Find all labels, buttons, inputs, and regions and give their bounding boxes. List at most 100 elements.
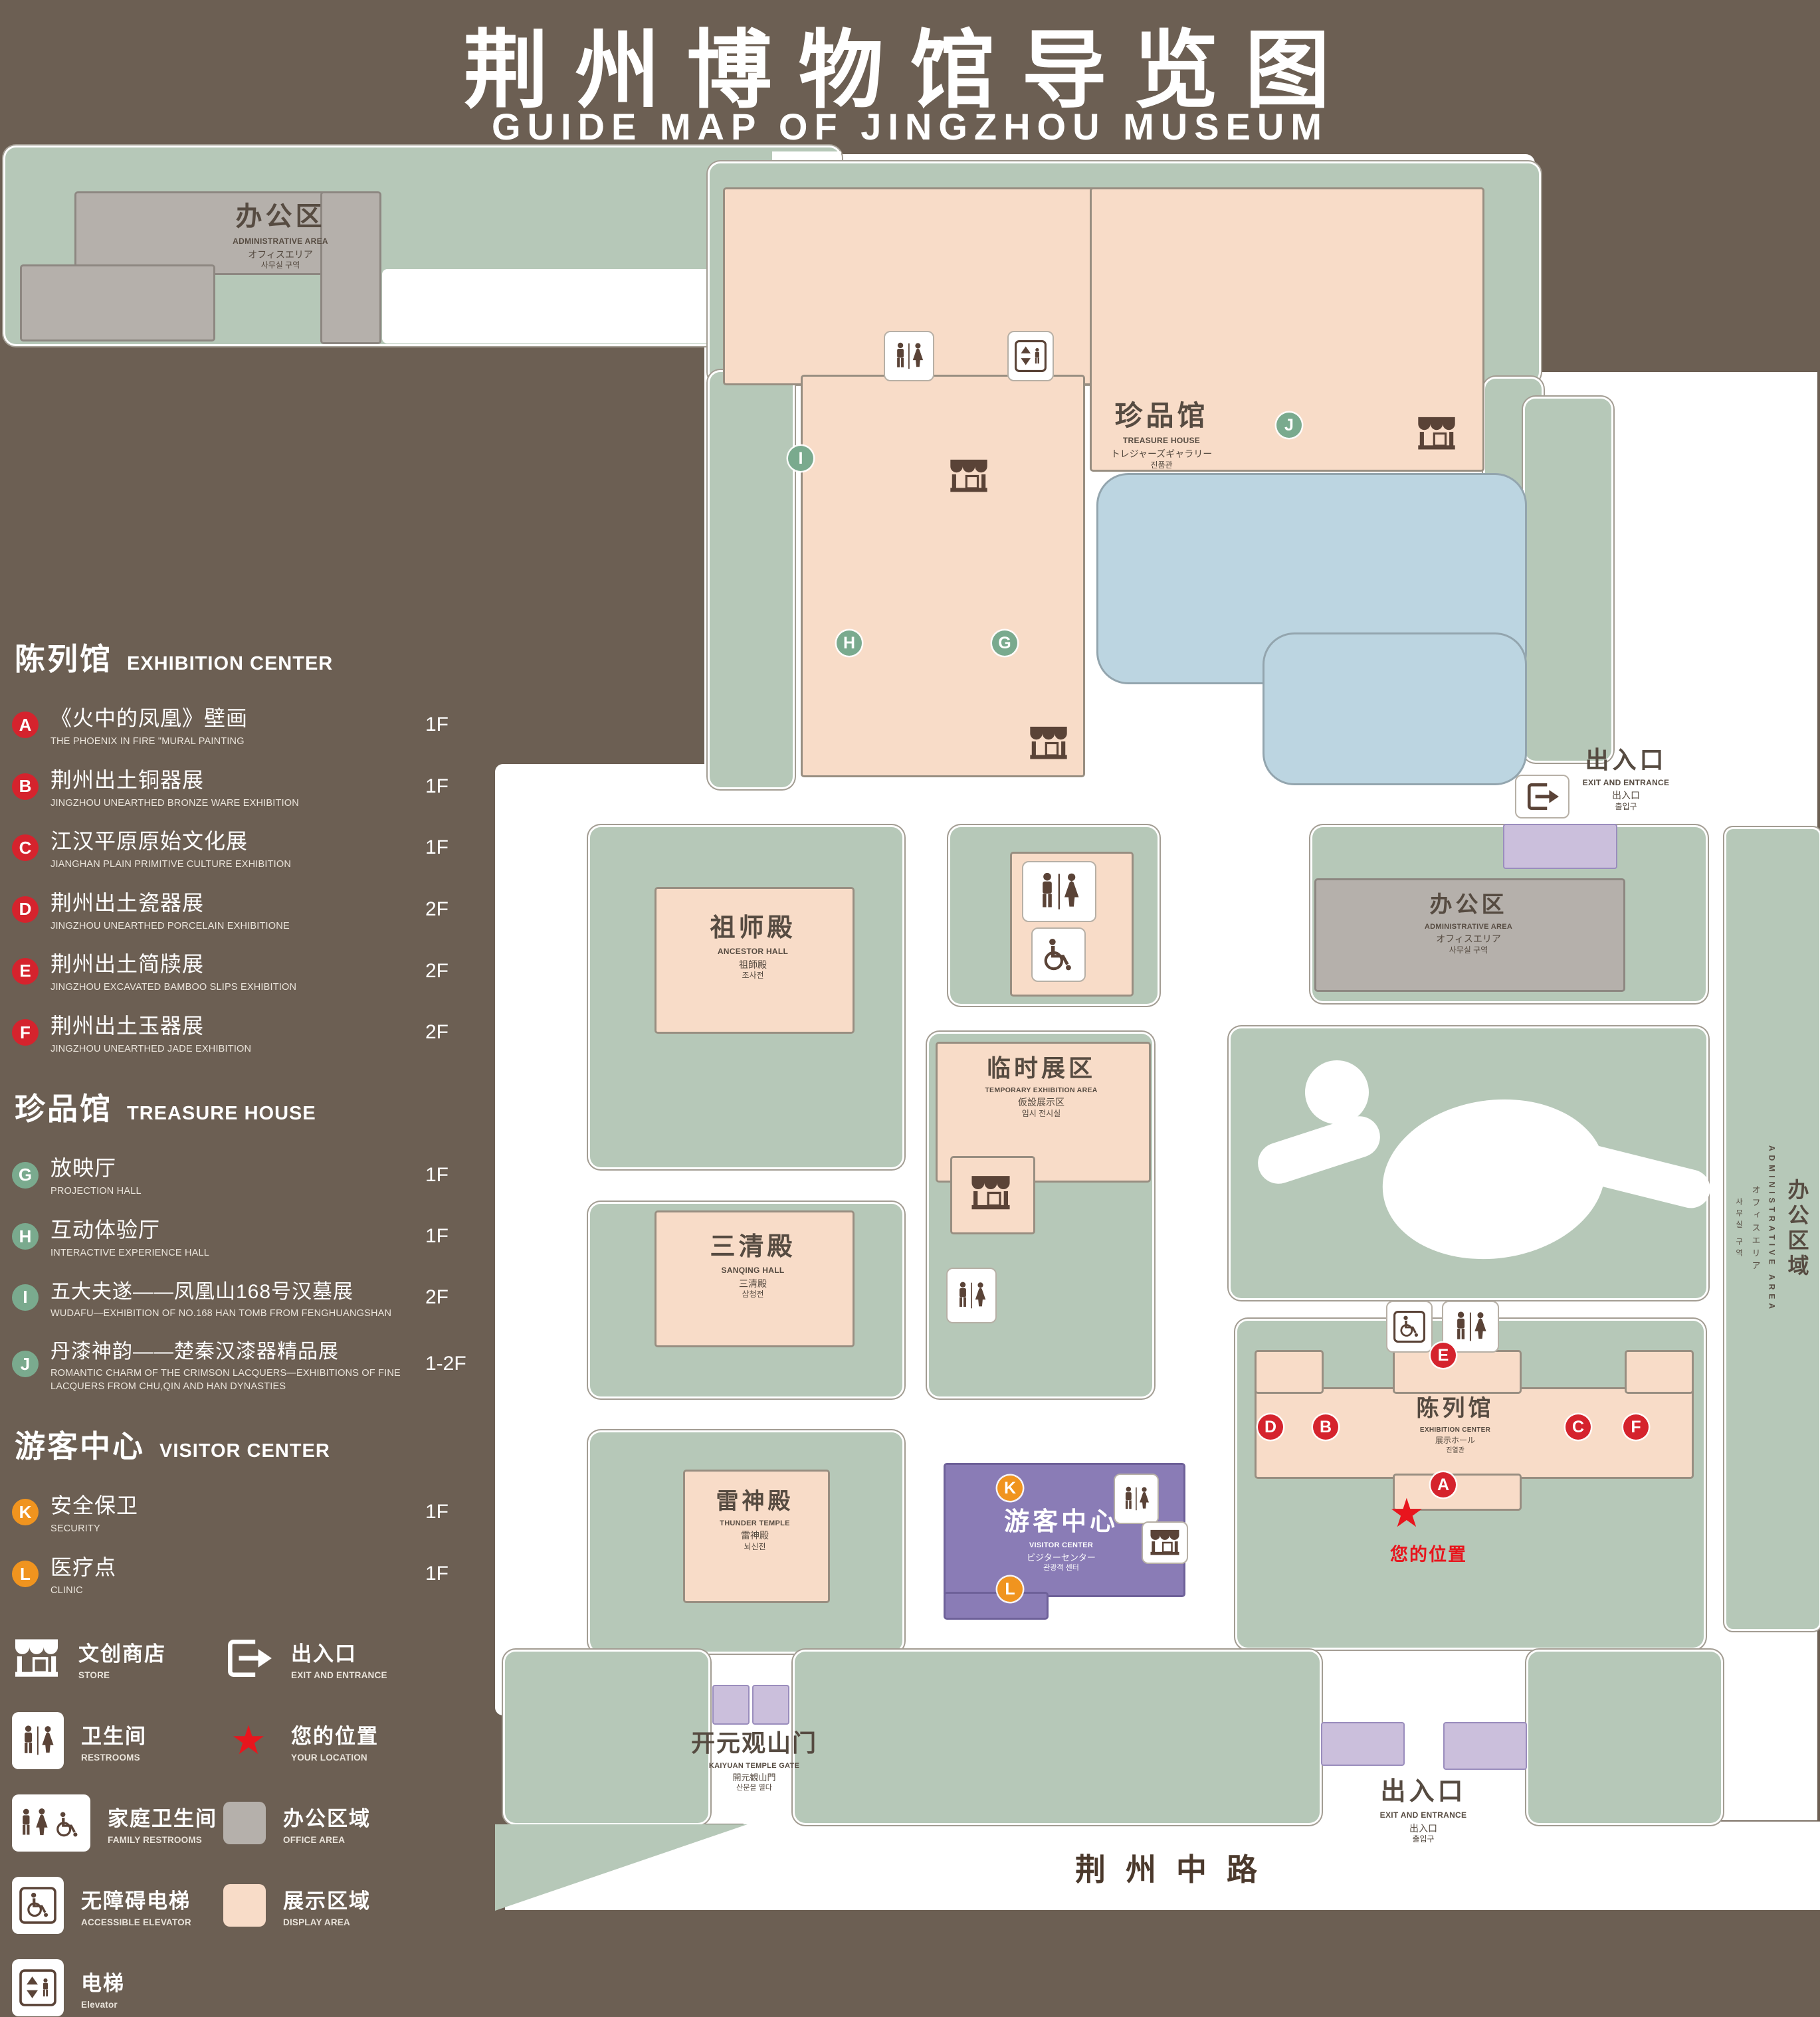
- legend-marker-F: F: [12, 1019, 39, 1046]
- map-marker-A-letter: A: [1437, 1475, 1450, 1494]
- legend-item-I-en: WUDAFU—EXHIBITION OF NO.168 HAN TOMB FRO…: [51, 1307, 392, 1319]
- legend-item-E-en: JINGZHOU EXCAVATED BAMBOO SLIPS EXHIBITI…: [51, 982, 297, 993]
- label-temporary: 临时展区 TEMPORARY EXHIBITION AREA 仮設展示区 임시 …: [938, 1052, 1144, 1119]
- legend-item-K: K 安全保卫 SECURITY 1F: [12, 1489, 488, 1536]
- lawn-south-center: [795, 1652, 1320, 1823]
- legend-item-D-floor: 2F: [425, 898, 449, 920]
- building-treasure-south: [801, 375, 1085, 777]
- map-marker-A: A: [1431, 1472, 1456, 1497]
- label-treasure-house: 珍品馆 TREASURE HOUSE トレジャーズギャラリー 진품관: [1062, 397, 1261, 471]
- legend-item-A-en: THE PHOENIX IN FIRE "MURAL PAINTING: [51, 736, 245, 747]
- restroom-icon: [1022, 861, 1096, 922]
- legend-symbol-location: ★ 您的位置 YOUR LOCATION: [223, 1711, 488, 1770]
- legend-item-F: F 荆州出土玉器展 JINGZHOU UNEARTHED JADE EXHIBI…: [12, 1009, 488, 1056]
- label-treasure-house-zh: 珍品馆: [1114, 400, 1209, 431]
- label-gate-kr: 산문을 열다: [736, 1784, 772, 1792]
- label-gate: 开元观山门 KAIYUAN TEMPLE GATE 開元観山門 산문을 열다: [668, 1727, 841, 1793]
- label-exit-south-zh: 出入口: [1380, 1778, 1466, 1806]
- your-location-star-icon: ★: [1389, 1491, 1425, 1535]
- legend-item-L-en: CLINIC: [51, 1585, 83, 1596]
- family-restroom-icon: [12, 1794, 90, 1852]
- display-area-swatch: [223, 1884, 266, 1927]
- label-admin-nw-zh: 办公区: [235, 202, 326, 231]
- accessible-elevator-icon: [1386, 1301, 1433, 1353]
- restroom-icon: [946, 1268, 997, 1323]
- map-marker-F: F: [1623, 1414, 1649, 1440]
- building-admin-east: [1314, 878, 1625, 992]
- legend-item-H-floor: 1F: [425, 1225, 449, 1248]
- legend-item-C: C 江汉平原原始文化展 JIANGHAN PLAIN PRIMITIVE CUL…: [12, 824, 488, 872]
- legend-item-L-floor: 1F: [425, 1563, 449, 1585]
- legend-symbol-office-area-zh: 办公区域: [283, 1806, 371, 1830]
- legend-item-K-en: SECURITY: [51, 1523, 100, 1535]
- legend-item-E: E 荆州出土简牍展 JINGZHOU EXCAVATED BAMBOO SLIP…: [12, 947, 488, 995]
- label-temporary-en: TEMPORARY EXHIBITION AREA: [985, 1086, 1098, 1094]
- map-marker-L: L: [997, 1577, 1023, 1602]
- building-gate-left: [712, 1685, 750, 1725]
- label-treasure-house-kr: 진품관: [1150, 460, 1173, 470]
- legend-item-I-zh: 五大夫遂——凤凰山168号汉墓展: [51, 1280, 354, 1303]
- legend-section-title-zh: 游客中心: [15, 1429, 145, 1464]
- label-exit-south: 出入口 EXIT AND ENTRANCE 出入口 출입구: [1344, 1775, 1503, 1845]
- legend-section-title-zh: 珍品馆: [15, 1092, 112, 1127]
- building-exhibition-stub-bottom: [1393, 1474, 1522, 1511]
- building-gatehouse-ne: [1503, 824, 1617, 869]
- map-marker-I-letter: I: [798, 448, 803, 468]
- map-marker-G-letter: G: [998, 633, 1011, 652]
- legend-marker-H: H: [12, 1223, 39, 1250]
- map-marker-F-letter: F: [1631, 1417, 1641, 1436]
- legend-symbol-store: 文创商店 STORE: [12, 1629, 223, 1687]
- legend-item-J-zh: 丹漆神韵——楚秦汉漆器精品展: [51, 1341, 339, 1363]
- map-marker-L-letter: L: [1005, 1579, 1015, 1598]
- label-admin-nw-kr: 사무실 구역: [260, 260, 300, 270]
- label-thunder-temple: 雷神殿 THUNDER TEMPLE 雷神殿 뇌신전: [684, 1487, 825, 1553]
- office-area-swatch: [223, 1802, 266, 1845]
- legend-item-J: J 丹漆神韵——楚秦汉漆器精品展 ROMANTIC CHARM OF THE C…: [12, 1335, 488, 1393]
- legend-item-G: G 放映厅 PROJECTION HALL 1F: [12, 1151, 488, 1199]
- store-icon: [1142, 1521, 1188, 1564]
- road-name-label: 荆州中路: [1075, 1852, 1277, 1887]
- building-temporary-store: [950, 1156, 1035, 1234]
- legend-sidebar: 陈列馆 EXHIBITION CENTER A 《火中的凤凰》壁画 THE PH…: [12, 635, 488, 2017]
- legend-item-K-floor: 1F: [425, 1501, 449, 1523]
- legend-item-K-zh: 安全保卫: [51, 1493, 139, 1518]
- map-marker-G: G: [992, 630, 1017, 656]
- building-sanqing-hall: [655, 1210, 855, 1347]
- map-marker-C-letter: C: [1571, 1417, 1585, 1436]
- label-ancestor-hall-ja: 祖師殿: [739, 959, 767, 970]
- legend-symbol-exit-en: EXIT AND ENTRANCE: [291, 1670, 387, 1680]
- map-marker-H-letter: H: [843, 633, 856, 652]
- legend-section-visitor-center: 游客中心 VISITOR CENTER: [15, 1422, 488, 1466]
- page-title: 荆州博物馆导览图: [463, 23, 1357, 118]
- label-sanqing-hall: 三清殿 SANQING HALL 三清殿 삼청전: [657, 1230, 849, 1300]
- label-exhibition-center-zh: 陈列馆: [1416, 1396, 1494, 1421]
- label-admin-east-en: ADMINISTRATIVE AREA: [1424, 922, 1513, 931]
- map-marker-H: H: [837, 630, 862, 656]
- label-admin-right-zh: 办公区域: [1785, 1179, 1809, 1280]
- label-admin-right: 사무실 구역 オフィスエリア ADMINISTRATIVE AREA 办公区域: [1726, 829, 1819, 1629]
- building-gatehouse-s-right: [1443, 1722, 1527, 1770]
- label-sanqing-hall-kr: 삼청전: [742, 1290, 764, 1299]
- legend-item-G-floor: 1F: [425, 1163, 449, 1186]
- legend-symbol-exit: 出入口 EXIT AND ENTRANCE: [223, 1629, 488, 1687]
- legend-symbol-store-en: STORE: [78, 1670, 110, 1680]
- legend-marker-B: B: [12, 773, 39, 800]
- legend-item-D-en: JINGZHOU UNEARTHED PORCELAIN EXHIBITIONE: [51, 920, 290, 931]
- legend-item-H-en: INTERACTIVE EXPERIENCE HALL: [51, 1247, 210, 1258]
- legend-symbol-family-restrooms-zh: 家庭卫生间: [108, 1806, 217, 1830]
- map-marker-K: K: [997, 1476, 1023, 1501]
- building-exhibition-wing-right: [1625, 1350, 1694, 1394]
- road-jingzhou-middle: [504, 1821, 1820, 1910]
- legend-symbol-accessible-elevator: 无障碍电梯 ACCESSIBLE ELEVATOR: [12, 1876, 223, 1935]
- exit-icon: [1515, 775, 1569, 818]
- map-marker-E-letter: E: [1437, 1345, 1449, 1365]
- label-ancestor-hall-zh: 祖师殿: [710, 914, 796, 942]
- lawn-south-east: [1528, 1652, 1721, 1823]
- legend-item-G-en: PROJECTION HALL: [51, 1186, 142, 1197]
- label-sanqing-hall-en: SANQING HALL: [721, 1266, 785, 1276]
- label-exit-ne-kr: 출입구: [1615, 801, 1637, 811]
- label-admin-nw-ja: オフィスエリア: [248, 248, 313, 260]
- building-admin-nw-b: [20, 264, 215, 341]
- label-temporary-kr: 임시 전시실: [1021, 1108, 1061, 1118]
- label-admin-east: 办公区 ADMINISTRATIVE AREA オフィスエリア 사무실 구역: [1369, 890, 1568, 956]
